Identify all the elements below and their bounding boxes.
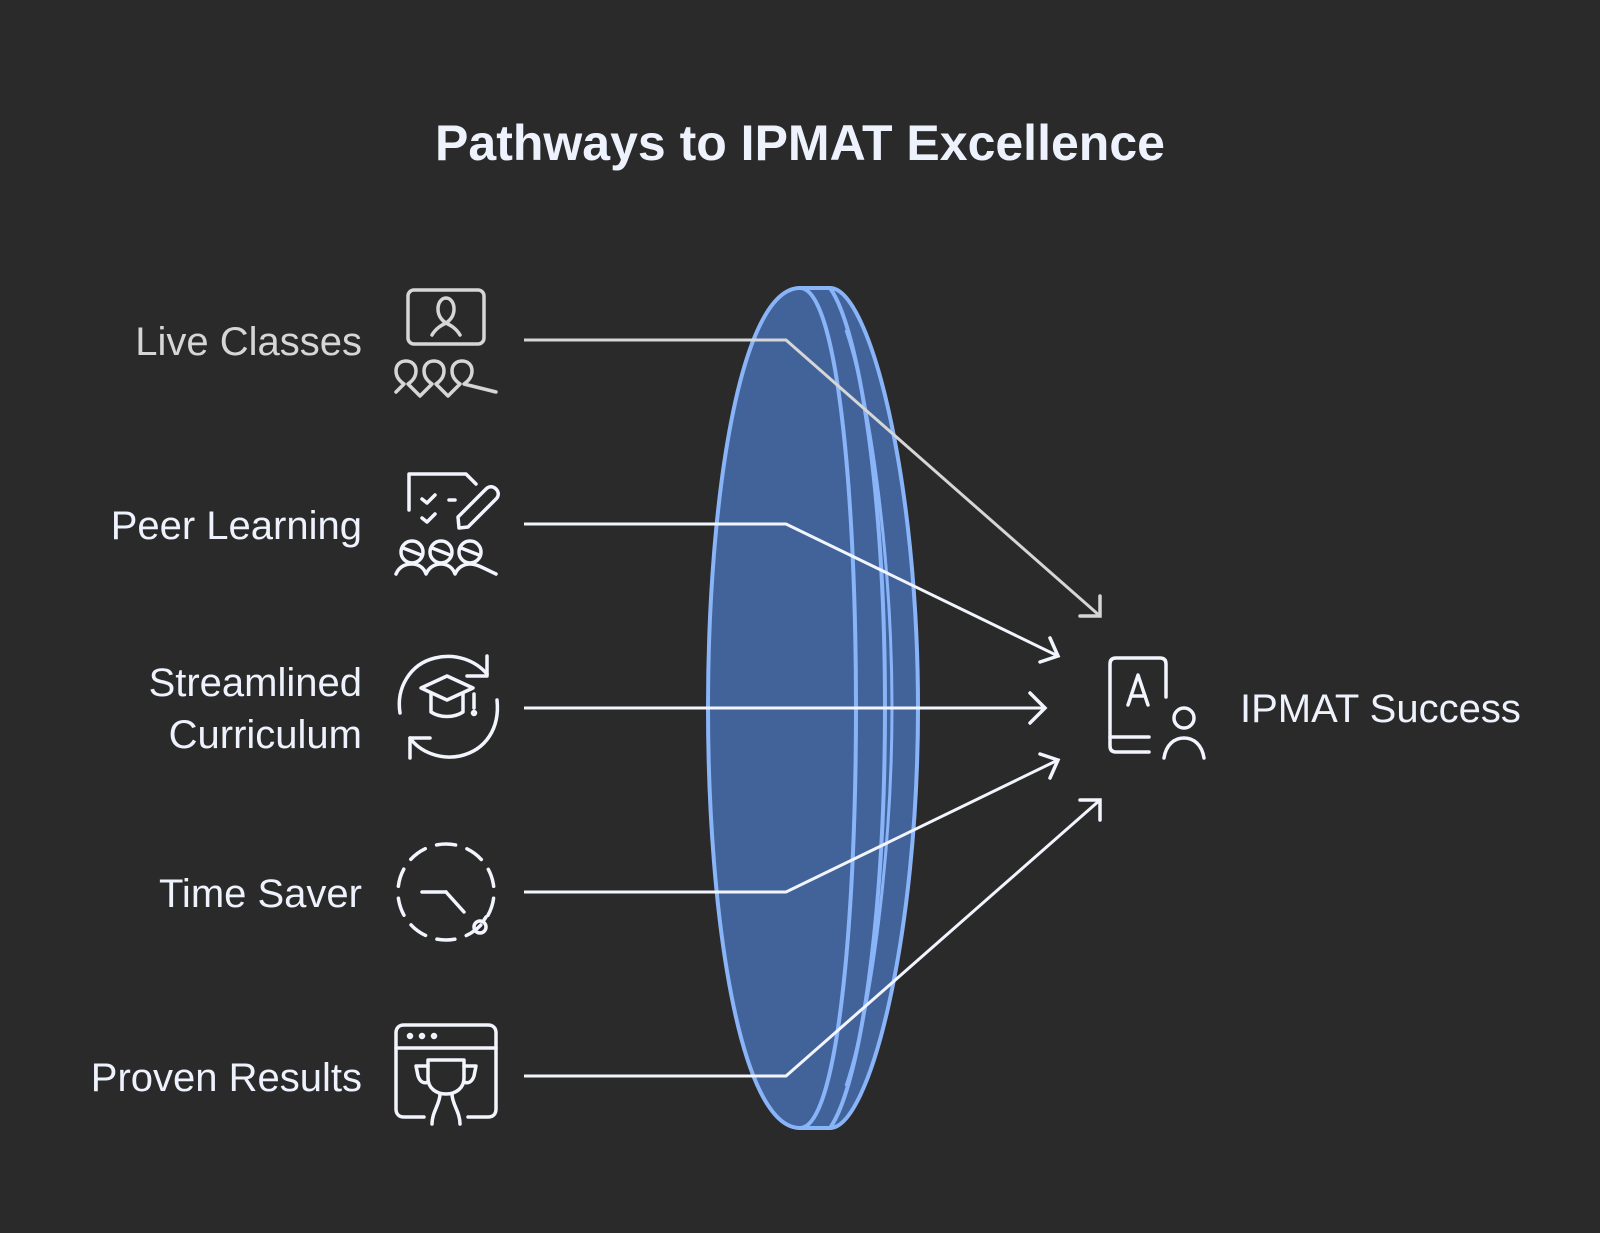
timer-icon: [396, 842, 496, 942]
connector-proven-results: [524, 798, 1101, 1078]
connectors: [524, 338, 1102, 1078]
label-streamlined-curriculum-line1: Streamlined: [149, 661, 362, 705]
live-class-icon: [394, 288, 498, 398]
label-proven-results: Proven Results: [91, 1056, 362, 1100]
label-peer-learning: Peer Learning: [111, 504, 362, 548]
trophy-browser-icon: [394, 1023, 498, 1126]
input-labels: Live Classes Peer Learning Streamlined C…: [91, 320, 362, 1100]
arrowhead-time-saver: [1038, 752, 1061, 780]
connector-live-classes: [524, 338, 1101, 618]
connector-time-saver: [524, 758, 1059, 894]
label-live-classes: Live Classes: [135, 320, 362, 364]
arrowhead-streamlined-curriculum: [1028, 691, 1048, 725]
exam-student-icon: [1108, 656, 1206, 760]
outcome-label: IPMAT Success: [1240, 687, 1521, 731]
label-time-saver: Time Saver: [159, 872, 362, 916]
arrowhead-live-classes: [1078, 594, 1102, 618]
arrowhead-peer-learning: [1038, 636, 1061, 664]
diagram-title: Pathways to IPMAT Excellence: [435, 115, 1165, 171]
peer-learning-icon: [394, 472, 500, 576]
connector-peer-learning: [524, 522, 1059, 658]
curriculum-cycle-icon: [397, 654, 500, 760]
arrowhead-proven-results: [1078, 798, 1102, 822]
label-streamlined-curriculum-line2: Curriculum: [169, 713, 362, 757]
